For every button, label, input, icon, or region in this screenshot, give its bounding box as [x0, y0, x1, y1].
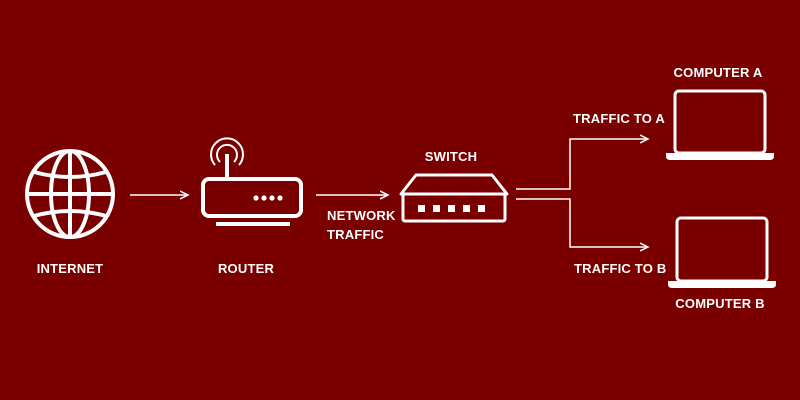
router-base	[216, 222, 290, 226]
router-antenna	[225, 154, 229, 180]
label-traffic-to-a: TRAFFIC TO A	[573, 111, 665, 126]
arrow-switch-computer-a	[516, 139, 648, 190]
globe-icon	[25, 149, 115, 239]
label-network-traffic-line1: NETWORK	[327, 208, 396, 223]
router-body	[201, 177, 303, 218]
label-router: ROUTER	[217, 261, 275, 276]
switch-top	[399, 173, 509, 196]
label-internet: INTERNET	[36, 261, 104, 276]
arrow-switch-computer-b	[516, 198, 648, 247]
laptop-icon	[668, 216, 776, 288]
label-switch: SWITCH	[424, 149, 478, 164]
label-traffic-to-b: TRAFFIC TO B	[574, 261, 667, 276]
label-computer-a: COMPUTER A	[673, 65, 763, 80]
router-signal-inner	[216, 143, 238, 163]
label-network-traffic-line2: TRAFFIC	[327, 227, 384, 242]
router-icon	[201, 137, 303, 226]
router-signal-outer	[210, 137, 244, 166]
switch-icon	[399, 173, 509, 223]
switch-body	[401, 192, 507, 223]
laptop-icon	[666, 89, 774, 160]
label-computer-b: COMPUTER B	[675, 296, 765, 311]
